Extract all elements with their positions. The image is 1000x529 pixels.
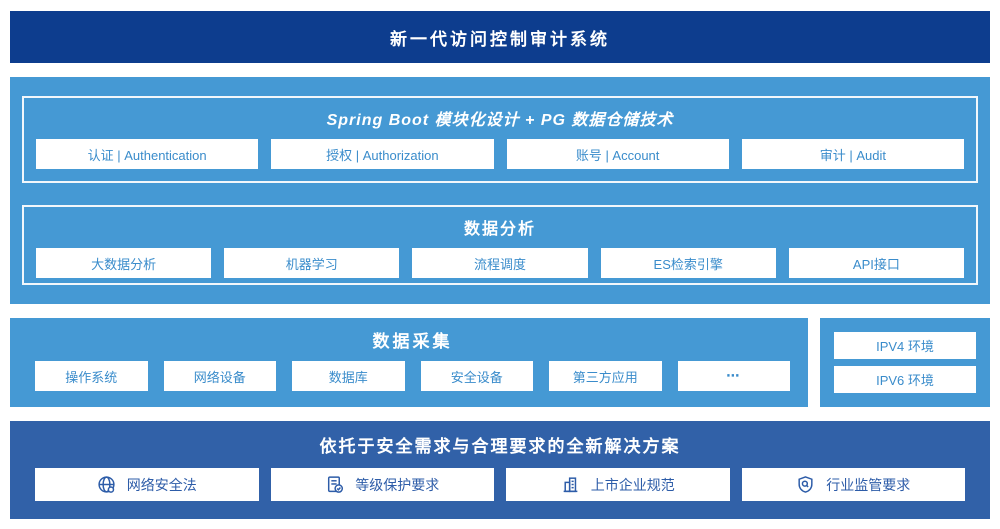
solution-title: 依托于安全需求与合理要求的全新解决方案 — [319, 437, 681, 456]
solution-label: 等级保护要求 — [355, 476, 440, 493]
document-check-icon — [325, 475, 344, 494]
ellipsis-label: ⋯ — [726, 368, 742, 383]
analysis-panel-title: 数据分析 — [463, 221, 536, 238]
globe-icon — [97, 475, 116, 494]
module-box-bigdata: 大数据分析 — [36, 248, 212, 278]
source-label: 第三方应用 — [572, 369, 638, 385]
module-label: 认证 | Authentication — [87, 147, 207, 163]
solution-box-industry-regulation: 行业监管要求 — [741, 468, 965, 501]
solution-items-row: 网络安全法 等级保护要求 — [35, 468, 965, 501]
collection-modules-row: 操作系统 网络设备 数据库 安全设备 第三方应用 ⋯ — [35, 361, 790, 391]
module-box-authentication: 认证 | Authentication — [36, 139, 259, 169]
module-label: 授权 | Authorization — [326, 147, 439, 163]
system-title: 新一代访问控制审计系统 — [390, 29, 610, 49]
module-box-es-search: ES检索引擎 — [600, 248, 776, 278]
module-box-audit: 审计 | Audit — [741, 139, 964, 169]
module-box-authorization: 授权 | Authorization — [271, 139, 494, 169]
solution-box-classified-protection: 等级保护要求 — [270, 468, 494, 501]
env-box-ipv4: IPV4 环境 — [834, 332, 976, 359]
source-box-database: 数据库 — [292, 361, 405, 391]
analysis-panel: 数据分析 大数据分析 机器学习 流程调度 ES检索引擎 API接口 — [22, 205, 978, 285]
source-box-thirdparty-app: 第三方应用 — [549, 361, 662, 391]
analysis-modules-row: 大数据分析 机器学习 流程调度 ES检索引擎 API接口 — [36, 248, 965, 278]
source-box-more: ⋯ — [677, 361, 790, 391]
module-box-workflow: 流程调度 — [412, 248, 588, 278]
module-label: 流程调度 — [474, 256, 527, 272]
source-label: 网络设备 — [193, 369, 246, 385]
source-label: 操作系统 — [65, 369, 118, 385]
source-label: 安全设备 — [450, 369, 503, 385]
source-box-os: 操作系统 — [35, 361, 148, 391]
solution-label: 网络安全法 — [126, 476, 197, 493]
solution-label: 上市企业规范 — [590, 476, 675, 493]
building-icon — [561, 475, 580, 494]
module-box-account: 账号 | Account — [506, 139, 729, 169]
env-label: IPV4 环境 — [876, 339, 934, 354]
shield-search-icon — [796, 475, 815, 494]
module-label: 审计 | Audit — [819, 147, 886, 163]
environment-panel: IPV4 环境 IPV6 环境 — [820, 318, 990, 407]
collection-title: 数据采集 — [372, 332, 453, 351]
module-label: 账号 | Account — [575, 147, 660, 163]
source-label: 数据库 — [328, 369, 368, 385]
module-label: 机器学习 — [285, 256, 338, 272]
module-label: API接口 — [852, 256, 900, 272]
solution-label: 行业监管要求 — [826, 476, 911, 493]
springboot-panel: Spring Boot 模块化设计 + PG 数据仓储技术 认证 | Authe… — [22, 96, 978, 183]
solution-section: 依托于安全需求与合理要求的全新解决方案 网络安全法 — [10, 421, 990, 519]
platform-section: Spring Boot 模块化设计 + PG 数据仓储技术 认证 | Authe… — [10, 77, 990, 304]
source-box-security-device: 安全设备 — [420, 361, 533, 391]
collection-row: 数据采集 操作系统 网络设备 数据库 安全设备 第三方应用 ⋯ IPV4 环境 … — [10, 318, 990, 407]
module-label: ES检索引擎 — [653, 256, 723, 272]
env-box-ipv6: IPV6 环境 — [834, 366, 976, 393]
springboot-panel-title: Spring Boot 模块化设计 + PG 数据仓储技术 — [326, 112, 674, 129]
module-label: 大数据分析 — [91, 256, 157, 272]
collection-section: 数据采集 操作系统 网络设备 数据库 安全设备 第三方应用 ⋯ — [10, 318, 808, 407]
env-label: IPV6 环境 — [876, 373, 934, 388]
solution-box-cybersecurity-law: 网络安全法 — [35, 468, 259, 501]
solution-box-listed-company: 上市企业规范 — [506, 468, 730, 501]
system-title-banner: 新一代访问控制审计系统 — [10, 11, 990, 63]
module-box-machine-learning: 机器学习 — [224, 248, 400, 278]
source-box-network-device: 网络设备 — [163, 361, 276, 391]
platform-modules-row: 认证 | Authentication 授权 | Authorization 账… — [36, 139, 964, 169]
module-box-api: API接口 — [788, 248, 965, 278]
